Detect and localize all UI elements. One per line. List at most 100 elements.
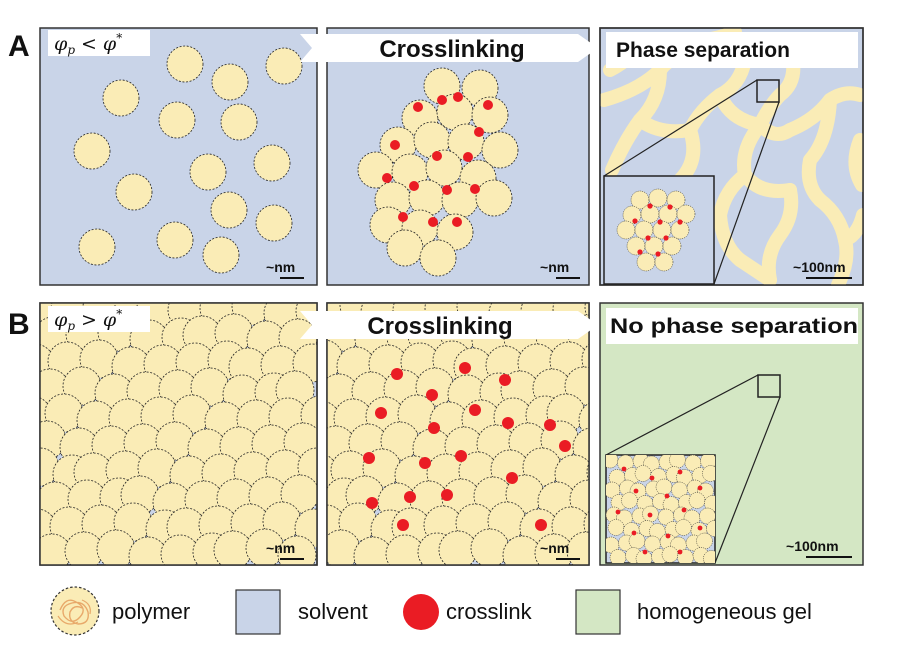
polymer-particle <box>703 550 715 563</box>
crosslink-dot <box>398 212 408 222</box>
polymer-particle <box>688 492 706 509</box>
crosslink-dot <box>474 127 484 137</box>
condition-b: φp>φ* <box>54 307 122 333</box>
polymer-particle <box>470 528 510 565</box>
polymer-particle <box>220 103 258 141</box>
crosslink-dot <box>470 184 480 194</box>
crosslink-dot <box>642 549 648 555</box>
polymer-particle <box>102 79 140 117</box>
crosslink-dot <box>535 519 547 531</box>
arrow-crosslinking-a: Crosslinking <box>300 34 598 63</box>
svg-text:~nm: ~nm <box>540 259 569 275</box>
crosslink-dot <box>506 472 518 484</box>
crosslink-dot <box>664 493 670 499</box>
crosslink-dot <box>677 549 683 555</box>
crosslink-dot <box>632 218 638 224</box>
crosslink-dot <box>665 533 671 539</box>
polymer-particle <box>583 510 589 538</box>
crosslink-dot <box>442 185 452 195</box>
polymer-particle <box>73 132 111 170</box>
polymer-particle <box>655 478 673 496</box>
panel-a-dilute-solution: φp<φ* ~nm <box>39 27 318 286</box>
polymer-particle <box>648 188 668 208</box>
polymer-particle <box>386 229 424 267</box>
crosslinked-dense-network <box>327 303 589 565</box>
polymer-particle <box>662 236 682 256</box>
polymer-particle <box>115 173 153 211</box>
crosslink-dot <box>453 92 463 102</box>
crosslink-dot <box>615 509 621 515</box>
result-box-b <box>606 308 858 344</box>
polymer-particle <box>277 535 317 565</box>
crosslink-dot <box>432 151 442 161</box>
crosslink-dot <box>645 235 651 241</box>
polymer-particle <box>419 239 457 277</box>
panel-b-dense-solution: φp>φ* ~nm <box>39 302 318 566</box>
crosslink-dot <box>697 485 703 491</box>
polymer-particle <box>471 96 509 134</box>
polymer-particle <box>652 220 672 240</box>
crosslink-dot <box>366 497 378 509</box>
polymer-particle <box>699 507 715 525</box>
polymer-particles-dilute <box>73 45 303 274</box>
crosslink-dot <box>681 507 687 513</box>
crosslink-dot <box>363 452 375 464</box>
result-label-a: Phase separation <box>616 39 790 62</box>
polymer-particle <box>666 190 686 210</box>
inset-cluster-a <box>616 188 696 272</box>
polymer-particle <box>669 455 686 469</box>
crosslink-dot <box>404 491 416 503</box>
legend-label-solvent: solvent <box>298 599 368 624</box>
polymer-particle <box>566 531 589 565</box>
svg-text:~nm: ~nm <box>266 259 295 275</box>
crosslink-dot <box>375 407 387 419</box>
polymer-particle <box>621 492 638 509</box>
condition-box-a <box>48 30 150 56</box>
polymer-particle <box>706 520 715 537</box>
svg-text:Crosslinking: Crosslinking <box>367 313 512 340</box>
result-label-b: No phase separation <box>610 315 858 338</box>
polymer-particle <box>578 402 589 438</box>
polymer-particle <box>661 546 679 563</box>
polymer-particle <box>255 204 293 242</box>
crosslink-dot <box>633 488 639 494</box>
crosslinked-cluster <box>357 67 519 277</box>
polymer-particle <box>606 455 619 469</box>
solvent-swatch-icon <box>235 589 281 635</box>
crosslink-dot <box>499 374 511 386</box>
row-b-label: B <box>8 308 30 341</box>
crosslink-dot <box>637 249 643 255</box>
row-a-label: A <box>8 30 30 63</box>
svg-text:~100nm: ~100nm <box>793 259 846 275</box>
crosslink-dot <box>483 100 493 110</box>
polymer-particle <box>189 153 227 191</box>
crosslink-dot <box>397 519 409 531</box>
crosslink-dot <box>657 219 663 225</box>
polymer-particle <box>253 144 291 182</box>
crosslink-dot <box>391 368 403 380</box>
polymer-particle <box>630 190 650 210</box>
zoom-region-a <box>756 79 780 103</box>
legend-label-polymer: polymer <box>112 599 190 624</box>
condition-box-b <box>48 306 150 332</box>
legend: polymer solvent crosslink homogeneous ge… <box>50 586 812 636</box>
scale-bar-b-mid: ~nm <box>540 540 580 560</box>
polymer-particle <box>607 519 625 536</box>
polymer-particle <box>702 465 715 482</box>
crosslink-dot <box>502 417 514 429</box>
svg-text:~nm: ~nm <box>266 540 295 556</box>
crosslink-dot <box>463 152 473 162</box>
polymer-particle <box>616 220 636 240</box>
crosslink-dot <box>459 362 471 374</box>
polymer-particle <box>628 532 646 550</box>
crosslink-dot <box>647 203 653 209</box>
polymer-particle <box>280 474 317 514</box>
polymer-particle <box>634 465 652 482</box>
polymer-particle <box>475 179 513 217</box>
crosslink-dot <box>677 469 683 475</box>
scale-bar-a-mid: ~nm <box>540 259 580 279</box>
panel-b-crosslinked-dense: ~nm <box>326 302 590 566</box>
polymer-particle <box>96 529 136 565</box>
polymer-particle <box>210 191 248 229</box>
